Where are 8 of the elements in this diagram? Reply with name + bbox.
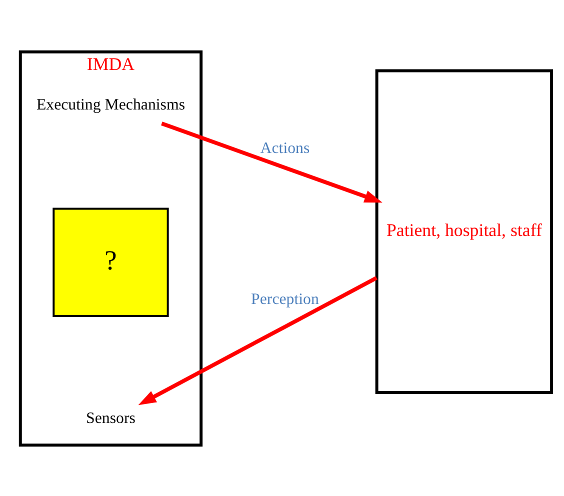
edge-label: Actions	[260, 139, 310, 156]
node-box: ?	[52, 207, 169, 316]
node-box: Patient, hospital, staff	[375, 68, 554, 394]
node-text: Executing Mechanisms	[36, 96, 186, 113]
edge-label: Perception	[251, 290, 319, 308]
arrow	[161, 121, 382, 202]
arrow	[138, 276, 378, 405]
node-text: Sensors	[86, 410, 136, 427]
